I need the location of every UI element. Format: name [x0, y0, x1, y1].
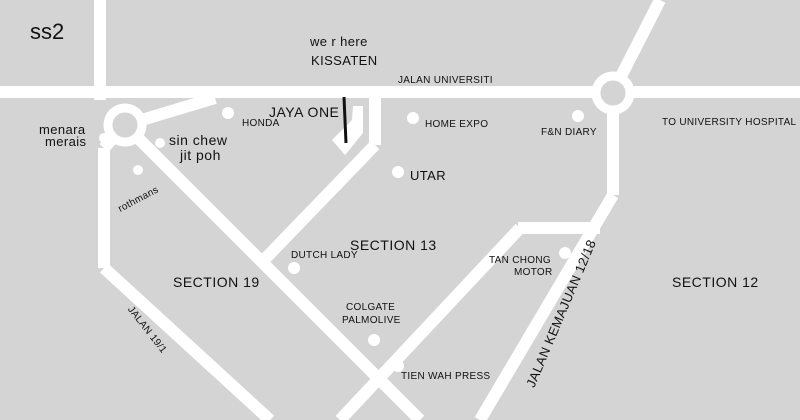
label-dutch-lady: DUTCH LADY [291, 250, 358, 261]
label-palmolive: PALMOLIVE [342, 315, 401, 326]
label-section-12: SECTION 12 [672, 274, 759, 290]
label-colgate: COLGATE [346, 302, 396, 313]
marker-home-expo [407, 112, 419, 124]
label-tan-chong: TAN CHONG [489, 255, 551, 266]
pointer-kissaten: KISSATEN [311, 53, 378, 68]
label-tien-wah: TIEN WAH PRESS [401, 371, 491, 382]
marker-menara-merais [99, 133, 109, 143]
label-merais: merais [45, 134, 87, 149]
label-honda: HONDA [242, 118, 280, 129]
pointer-caption: we r here [310, 34, 368, 49]
label-to-hospital: TO UNIVERSITY HOSPITAL [662, 117, 797, 128]
marker-utar [392, 166, 404, 178]
marker-fn-diary [572, 110, 584, 122]
label-section-19: SECTION 19 [173, 274, 260, 290]
jaya-one-building [332, 106, 363, 155]
label-menara: menara [39, 122, 86, 137]
marker-rothmans [133, 165, 143, 175]
corner-label: ss2 [30, 19, 65, 44]
marker-sin-chew [155, 138, 165, 148]
marker-tien-wah [392, 360, 404, 372]
label-fn-diary: F&N DIARY [541, 127, 597, 138]
road-main-diagonal [120, 120, 425, 420]
label-utar: UTAR [410, 168, 447, 183]
road-colgate-link [335, 223, 525, 420]
marker-dutch-lady [288, 262, 300, 274]
label-sin-chew: sin chew [169, 132, 228, 148]
label-jaya-one: JAYA ONE [269, 104, 340, 120]
label-jalan-universiti: JALAN UNIVERSITI [398, 75, 493, 86]
here-pointer [342, 96, 348, 144]
roundabout-right [591, 71, 635, 115]
marker-honda [222, 107, 234, 119]
label-jit-poh: jit poh [180, 147, 221, 163]
roundabout-left [103, 103, 147, 147]
label-motor: MOTOR [514, 267, 553, 278]
label-home-expo: HOME EXPO [425, 119, 489, 130]
marker-tan-chong [559, 247, 571, 259]
marker-colgate [368, 334, 380, 346]
label-section-13: SECTION 13 [350, 237, 437, 253]
